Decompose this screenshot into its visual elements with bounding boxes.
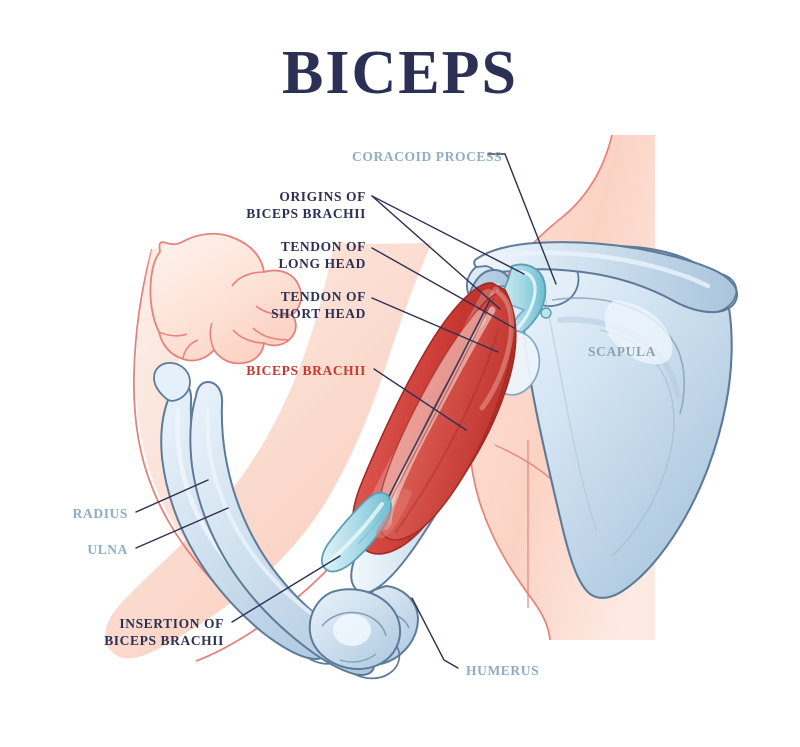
label-radius: RADIUS — [72, 506, 128, 521]
label-tendon-of-long-head: TENDON OF LONG HEAD — [278, 239, 366, 271]
leader-biceps-brachii — [373, 368, 467, 431]
elbow-joint — [308, 588, 402, 670]
label-biceps-brachii: BICEPS BRACHII — [246, 363, 366, 378]
leader-lines — [135, 153, 557, 669]
label-tendon-of-short-head: TENDON OF SHORT HEAD — [271, 289, 366, 321]
leader-origins-b — [371, 195, 525, 275]
insertion-tendon — [320, 488, 412, 573]
leader-tendon-long — [371, 247, 515, 329]
leader-radius — [135, 479, 209, 513]
page-title: BICEPS — [282, 39, 518, 107]
label-insertion-of-biceps-brachii: INSERTION OF BICEPS BRACHII — [104, 616, 224, 648]
leader-coracoid — [487, 153, 557, 285]
label-humerus: HUMERUS — [466, 663, 540, 678]
label-ulna: ULNA — [87, 542, 128, 557]
label-origins-of-biceps-brachii: ORIGINS OF BICEPS BRACHII — [246, 189, 366, 221]
label-coracoid-process: CORACOID PROCESS — [352, 149, 503, 164]
fist — [149, 232, 303, 365]
leader-humerus — [411, 597, 459, 669]
leader-insertion — [231, 555, 341, 623]
leader-tendon-short — [371, 297, 499, 353]
leader-ulna — [135, 507, 229, 549]
leader-origins-a — [371, 195, 501, 310]
label-scapula: SCAPULA — [588, 344, 656, 359]
